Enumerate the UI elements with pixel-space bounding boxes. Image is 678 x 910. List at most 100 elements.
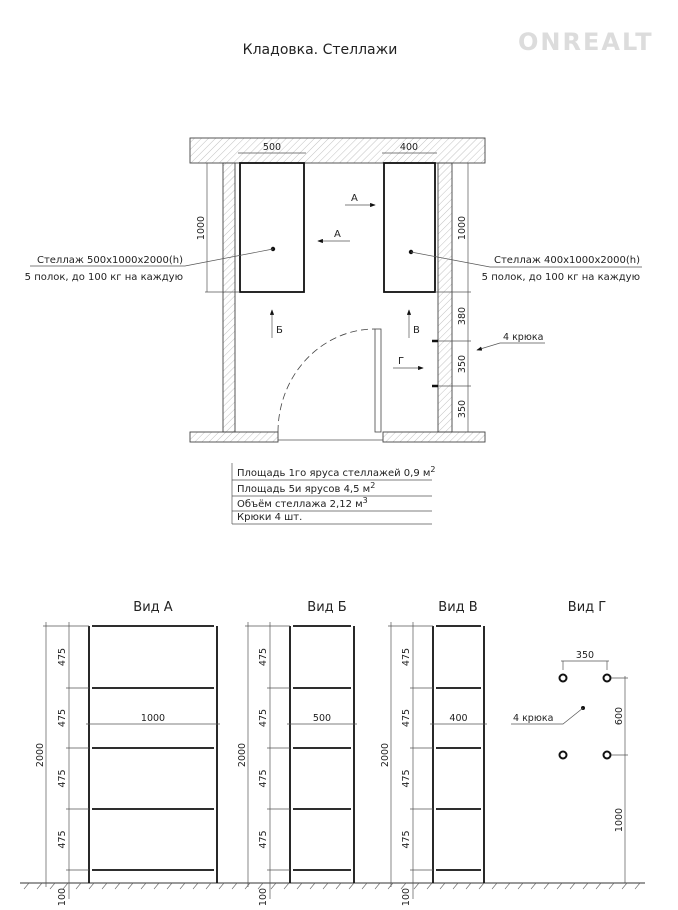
view-mark-a: А: [351, 193, 358, 204]
view-mark-a: А: [334, 229, 341, 240]
ground-hatch: [283, 882, 290, 890]
ground-hatch: [205, 882, 212, 890]
right-shelf-capacity: 5 полок, до 100 кг на каждую: [482, 272, 640, 283]
ground-hatch: [426, 882, 433, 890]
ground-hatch: [517, 882, 524, 890]
table-row-superscript: 3: [363, 496, 368, 505]
ground-hatch: [114, 882, 121, 890]
view-mark-b: Б: [276, 325, 283, 336]
dim-500: 500: [263, 142, 281, 153]
ground-hatch: [153, 882, 160, 890]
ground-hatch: [491, 882, 498, 890]
dim-bottom: 100: [401, 888, 412, 906]
ground-hatch: [452, 882, 459, 890]
ground-hatch: [127, 882, 134, 890]
view-mark-v: В: [413, 325, 420, 336]
view-title: Вид В: [438, 600, 477, 615]
table-row-text: Площадь 5и ярусов 4,5 м: [237, 484, 370, 495]
hooks-label: 4 крюка: [503, 332, 543, 343]
ground-hatch: [166, 882, 173, 890]
ground-hatch: [465, 882, 472, 890]
dim-hook-spacing: 350: [576, 650, 594, 661]
ground-hatch: [257, 882, 264, 890]
dim-shelf-spacing: 475: [258, 709, 269, 727]
ground-hatch: [582, 882, 589, 890]
bottom-wall-left: [189, 431, 279, 443]
table-row-superscript: 2: [430, 465, 435, 474]
hook-icon: [602, 750, 612, 760]
ground-hatch: [439, 882, 446, 890]
ground-hatch: [608, 882, 615, 890]
dim-380: 380: [457, 307, 468, 325]
view-mark-g: Г: [398, 356, 404, 367]
dim-1000-right: 1000: [457, 216, 468, 240]
left-shelf-leader: [30, 248, 274, 267]
table-row: Объём стеллажа 2,12 м3: [237, 496, 368, 510]
ground-hatch: [192, 882, 199, 890]
ground-hatch: [322, 882, 329, 890]
dim-shelf-spacing: 475: [57, 769, 68, 787]
right-shelf-leader: [410, 251, 642, 268]
dim-shelf-spacing: 475: [258, 769, 269, 787]
ground-hatch: [101, 882, 108, 890]
ground-hatch: [62, 882, 69, 890]
dim-total-height: 2000: [35, 743, 46, 767]
ground-hatch: [530, 882, 537, 890]
dim-shelf-spacing: 475: [401, 709, 412, 727]
dim-shelf-spacing: 475: [401, 648, 412, 666]
ground-hatch: [556, 882, 563, 890]
ground-hatch: [244, 882, 251, 890]
ground-hatch: [179, 882, 186, 890]
ground-hatch: [400, 882, 407, 890]
floor-plan: 500 400 1000 1000 380 350 350 А А Б В Г …: [25, 137, 642, 443]
dim-shelf-spacing: 475: [401, 769, 412, 787]
ground-hatch: [543, 882, 550, 890]
dim-width: 500: [313, 713, 331, 724]
ground-hatch: [36, 882, 43, 890]
watermark-logo: ONREALT: [518, 28, 654, 56]
table-row: Площадь 5и ярусов 4,5 м2: [237, 481, 375, 495]
dim-400: 400: [400, 142, 418, 153]
table-row-superscript: 2: [370, 481, 375, 490]
table-row-text: Объём стеллажа 2,12 м: [237, 499, 363, 510]
ground-hatch: [270, 882, 277, 890]
left-shelf-label: Стеллаж 500x1000x2000(h): [37, 255, 183, 266]
dim-shelf-spacing: 475: [401, 830, 412, 848]
ground-hatch: [413, 882, 420, 890]
ground-hatch: [478, 882, 485, 890]
dim-350: 350: [457, 400, 468, 418]
ground-hatch: [88, 882, 95, 890]
dim-shelf-spacing: 475: [258, 830, 269, 848]
dim-shelf-spacing: 475: [57, 648, 68, 666]
summary-table: Площадь 1го яруса стеллажей 0,9 м2Площад…: [231, 463, 436, 525]
left-wall: [222, 162, 236, 433]
hook-icon: [558, 750, 568, 760]
ground-hatch: [387, 882, 394, 890]
right-wall: [437, 162, 453, 433]
dim-width: 400: [449, 713, 467, 724]
drawing-title: Кладовка. Стеллажи: [243, 42, 398, 58]
view-title: Вид Г: [568, 600, 606, 615]
bottom-wall-right: [382, 431, 486, 443]
view-title: Вид А: [133, 600, 172, 615]
ground-hatch: [231, 882, 238, 890]
hooks-leader: [511, 707, 584, 725]
ground-hatch: [634, 882, 641, 890]
table-row-text: Крюки 4 шт.: [237, 512, 302, 523]
dim-350: 350: [457, 355, 468, 373]
door-swing-arc: [277, 328, 376, 433]
ground-hatch: [75, 882, 82, 890]
top-wall: [189, 137, 486, 164]
ground-hatch: [335, 882, 342, 890]
shelf-unit-500: [239, 162, 305, 293]
ground-hatch: [361, 882, 368, 890]
hooks-label: 4 крюка: [513, 713, 553, 724]
ground-hatch: [348, 882, 355, 890]
dim-width: 1000: [141, 713, 165, 724]
dim-shelf-spacing: 475: [57, 709, 68, 727]
hook-icon: [558, 673, 568, 683]
dim-total-height: 2000: [380, 743, 391, 767]
hook-icon: [602, 673, 612, 683]
